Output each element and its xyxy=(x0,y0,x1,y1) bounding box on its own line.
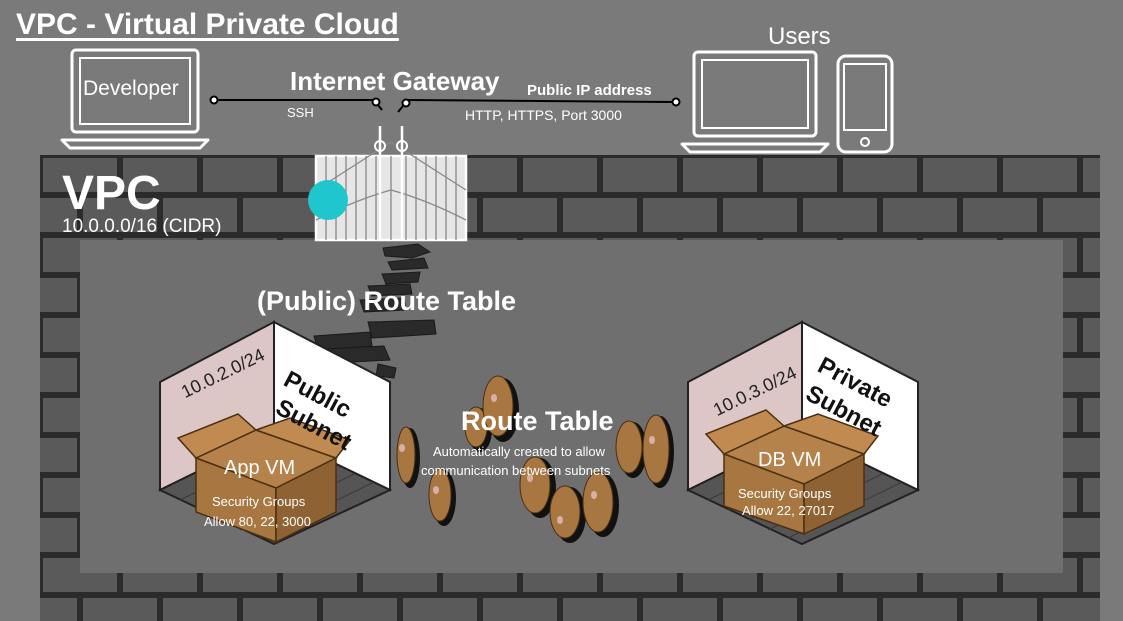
gateway-dot xyxy=(308,180,348,220)
users-laptop-icon xyxy=(680,50,830,154)
route-table-desc-line1: Automatically created to allow xyxy=(433,444,605,459)
public-sg-line2: Allow 80, 22, 3000 xyxy=(204,514,311,529)
private-sg-line1: Security Groups xyxy=(738,486,832,501)
db-vm-label: DB VM xyxy=(758,449,822,471)
app-vm-label: App VM xyxy=(224,457,296,479)
vpc-label: VPC xyxy=(62,167,161,220)
ssh-label: SSH xyxy=(287,105,314,120)
page-title: VPC - Virtual Private Cloud xyxy=(16,8,399,41)
developer-laptop-icon xyxy=(60,48,210,150)
private-sg-line2: Allow 22, 27017 xyxy=(742,503,835,518)
users-tablet-icon xyxy=(836,54,894,154)
vpc-cidr: 10.0.0.0/16 (CIDR) xyxy=(62,216,222,237)
public-route-table-label: (Public) Route Table xyxy=(257,286,517,316)
public-subnet xyxy=(157,320,393,546)
internet-gateway-label: Internet Gateway xyxy=(290,66,500,96)
developer-label: Developer xyxy=(83,77,179,100)
public-ip-label: Public IP address xyxy=(527,82,652,99)
route-table-desc-line2: communication between subnets xyxy=(421,463,611,478)
private-subnet xyxy=(685,320,921,546)
protocols-label: HTTP, HTTPS, Port 3000 xyxy=(465,107,622,123)
route-table-label: Route Table xyxy=(461,406,614,436)
public-sg-line1: Security Groups xyxy=(212,494,306,509)
users-label: Users xyxy=(768,23,831,50)
